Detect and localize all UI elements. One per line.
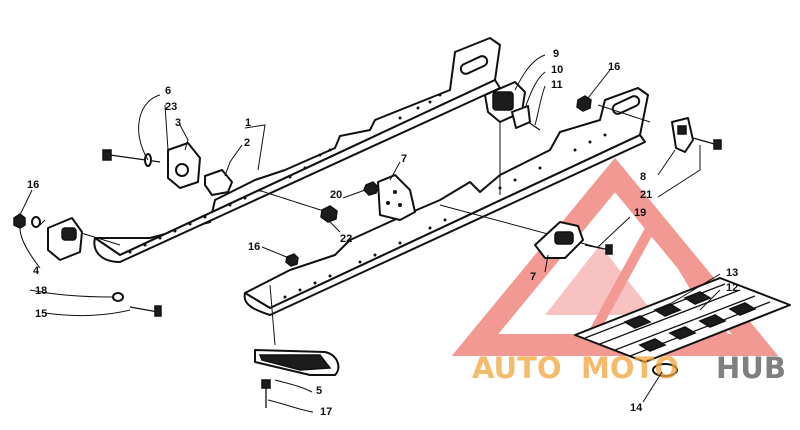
watermark-moto: MOTO bbox=[581, 351, 679, 385]
callout-numbers: 1 2 3 4 5 6 7 7 8 9 10 11 12 13 14 15 16… bbox=[27, 48, 738, 418]
part-10-clip bbox=[511, 105, 531, 129]
callout-9: 9 bbox=[553, 48, 559, 60]
track-section bbox=[574, 277, 791, 377]
callout-22: 22 bbox=[340, 233, 352, 245]
callout-17: 17 bbox=[320, 406, 332, 418]
callout-12: 12 bbox=[726, 282, 738, 294]
part-8-rear-bracket bbox=[671, 117, 694, 153]
callout-2: 2 bbox=[244, 137, 250, 149]
callout-7-lower: 7 bbox=[530, 271, 536, 283]
callout-8: 8 bbox=[640, 171, 646, 183]
part-21-bolt bbox=[692, 137, 722, 150]
part-7-mount-bracket bbox=[377, 174, 416, 221]
watermark-auto: AUTO bbox=[472, 351, 562, 385]
part-16-nut-lower bbox=[285, 253, 299, 267]
part-washer-left bbox=[31, 216, 41, 228]
callout-1: 1 bbox=[245, 117, 251, 129]
callout-16-center: 16 bbox=[248, 241, 260, 253]
callout-10: 10 bbox=[551, 64, 563, 76]
part-17-screw bbox=[261, 379, 271, 408]
callout-6: 6 bbox=[165, 85, 171, 97]
part-16-nut-left bbox=[13, 213, 26, 229]
part-11-screw bbox=[527, 121, 541, 131]
callout-5: 5 bbox=[316, 385, 322, 397]
callout-15: 15 bbox=[35, 308, 47, 320]
callout-7-upper: 7 bbox=[401, 153, 407, 165]
part-22-nut bbox=[320, 205, 338, 223]
callout-20: 20 bbox=[330, 189, 342, 201]
track-cleats bbox=[623, 291, 757, 352]
callout-3: 3 bbox=[175, 117, 181, 129]
leader-lines bbox=[19, 54, 721, 413]
callout-4: 4 bbox=[33, 265, 40, 277]
callout-16-left: 16 bbox=[27, 179, 39, 191]
callout-16-right: 16 bbox=[608, 61, 620, 73]
callout-14: 14 bbox=[630, 402, 643, 414]
callout-19: 19 bbox=[634, 207, 646, 219]
part-16-nut-right bbox=[576, 95, 592, 112]
part-3-bumper-block bbox=[167, 142, 201, 189]
part-18-washer bbox=[112, 292, 124, 302]
callout-21: 21 bbox=[640, 189, 652, 201]
callout-13: 13 bbox=[726, 267, 738, 279]
part-20-nut bbox=[363, 181, 379, 196]
watermark-text: AUTO MOTO HUB bbox=[472, 351, 786, 385]
part-19-bolt bbox=[584, 244, 613, 255]
callout-11: 11 bbox=[551, 79, 563, 91]
part-15-bolt bbox=[129, 305, 162, 317]
part-7-rear-bumper bbox=[534, 221, 584, 259]
callout-18: 18 bbox=[35, 285, 47, 297]
part-2-spacer bbox=[204, 169, 233, 196]
part-6-bolt bbox=[102, 149, 161, 167]
part-5-guide-line bbox=[269, 284, 276, 346]
right-rail-holes bbox=[283, 133, 607, 299]
part-5-wear-strip bbox=[254, 349, 340, 376]
right-slide-rail bbox=[243, 87, 649, 316]
watermark-hub: HUB bbox=[716, 351, 786, 385]
part-4-front-block bbox=[47, 217, 83, 261]
callout-23: 23 bbox=[165, 101, 177, 113]
